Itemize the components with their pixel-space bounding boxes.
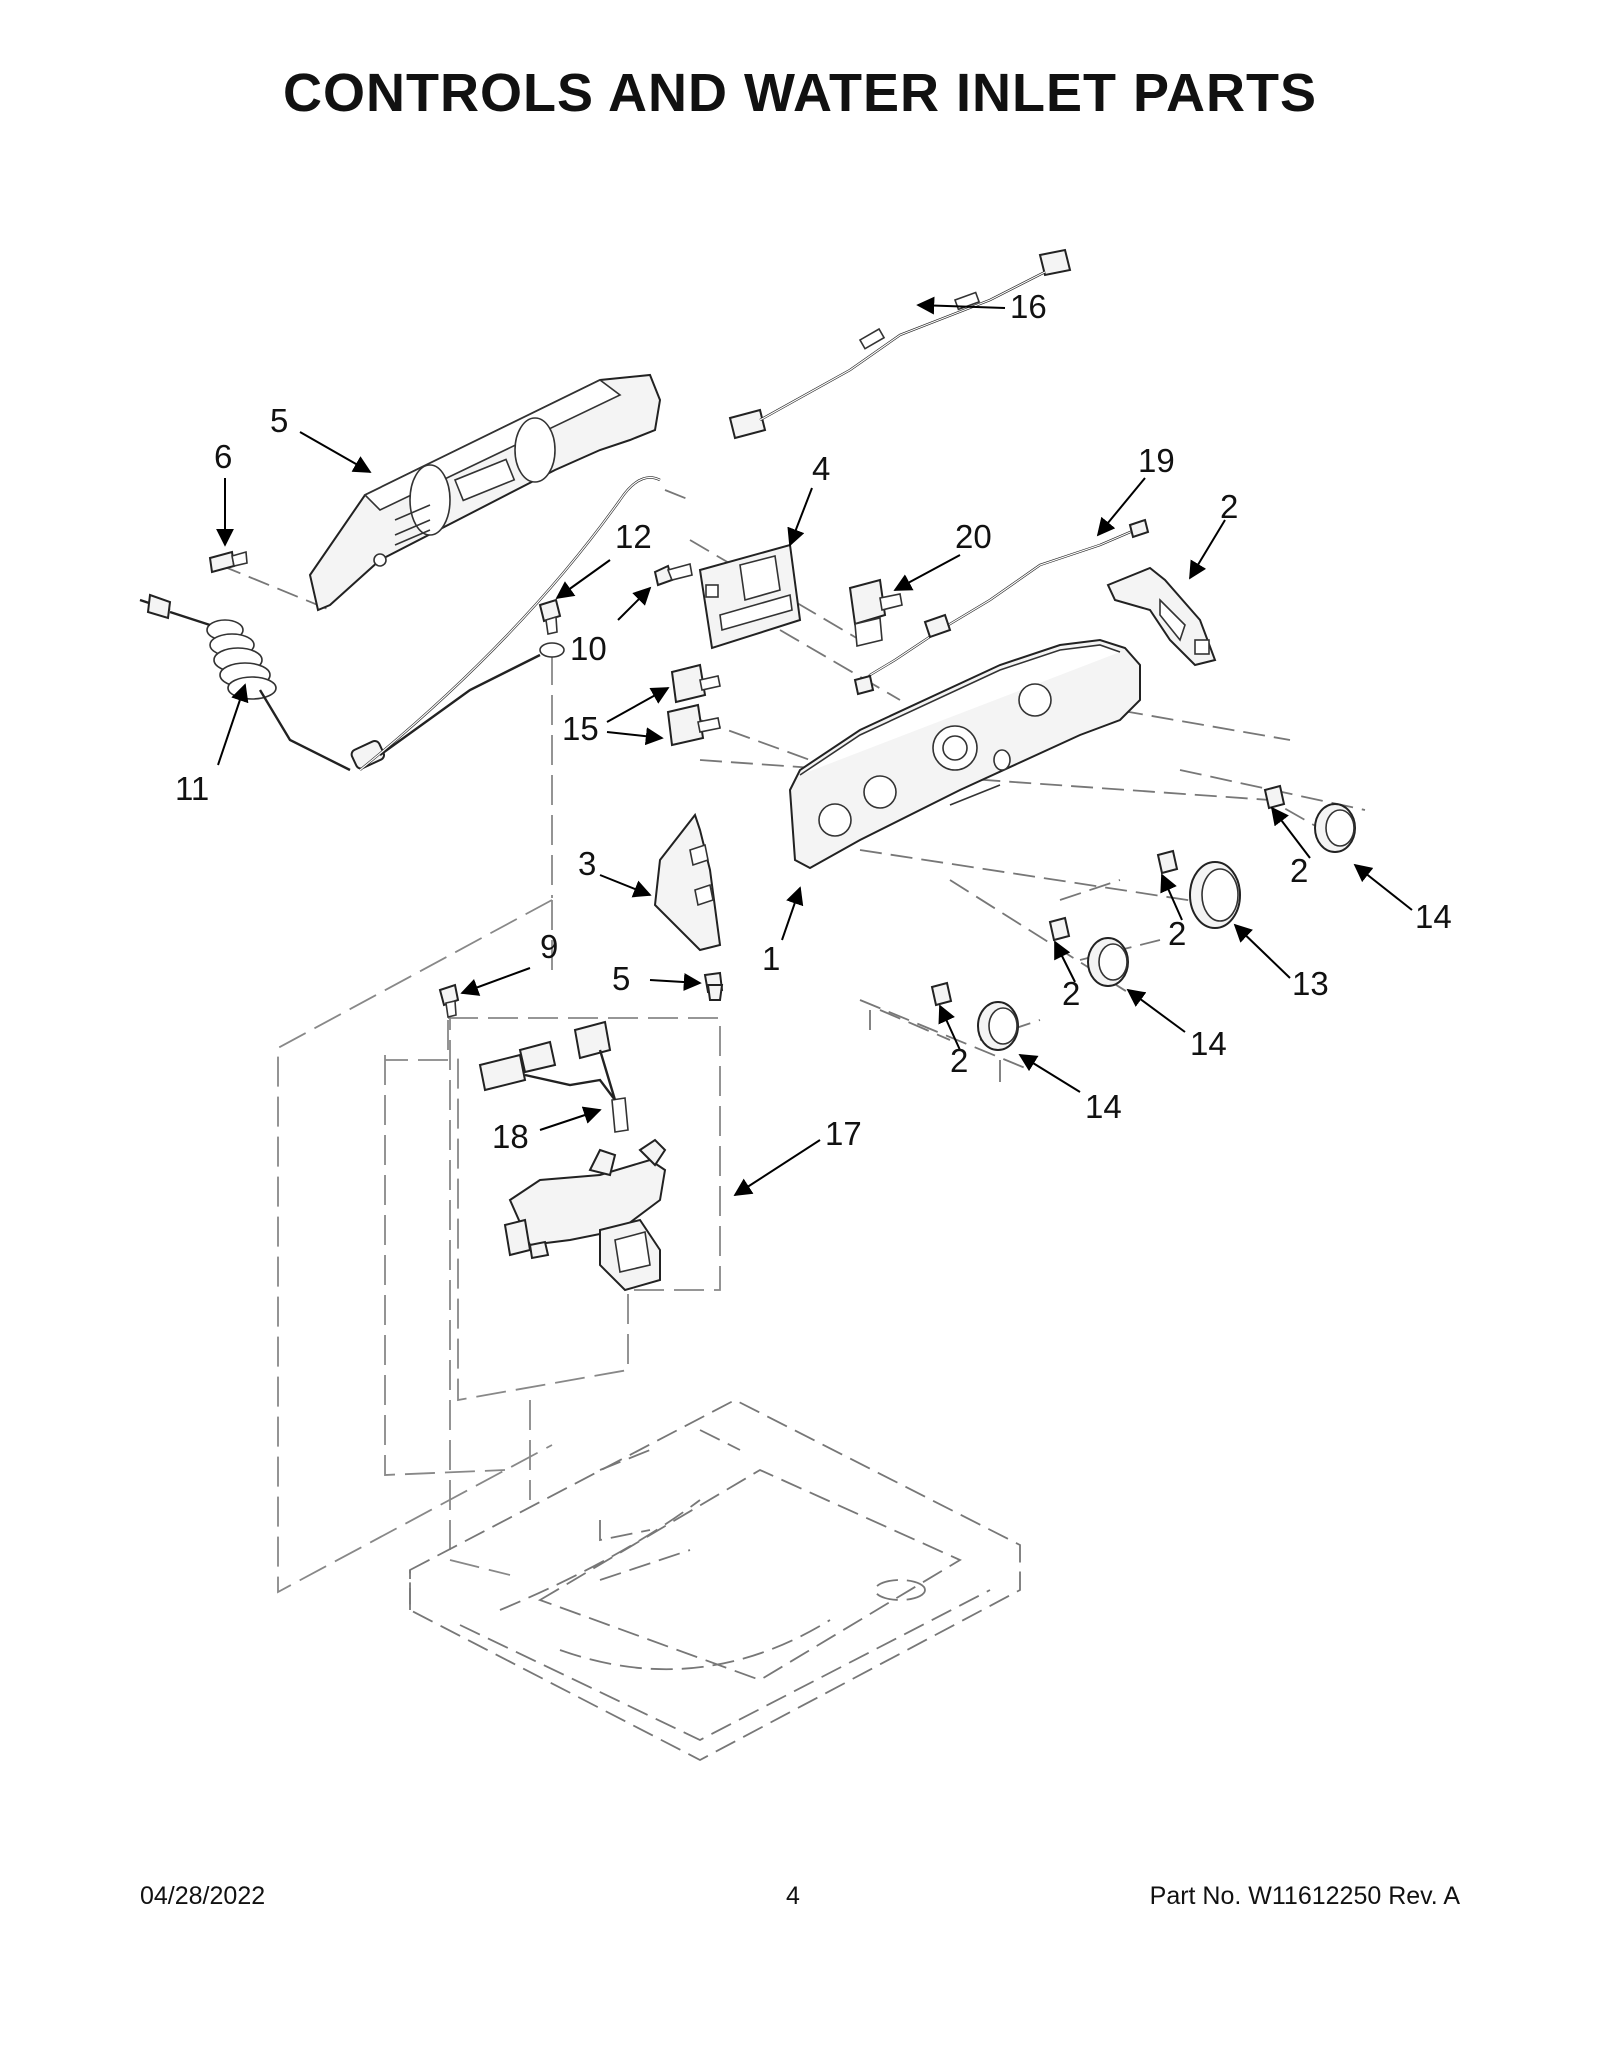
callout-2-c: 2 xyxy=(1062,975,1080,1012)
callout-4: 2 xyxy=(1220,488,1238,525)
screw-9 xyxy=(438,983,460,1018)
callout-15: 15 xyxy=(562,710,599,747)
callout-16: 16 xyxy=(1010,288,1047,325)
screw-8 xyxy=(208,550,248,574)
right-end-cap-4 xyxy=(1106,566,1217,667)
main-knob-13 xyxy=(1189,861,1241,929)
page-title: CONTROLS AND WATER INLET PARTS xyxy=(283,63,1317,123)
screw-10 xyxy=(653,562,693,587)
clip-5 xyxy=(703,971,724,1001)
rear-console-panel xyxy=(308,373,662,612)
callout-18: 18 xyxy=(492,1118,529,1155)
wire-harness-19 xyxy=(853,518,1150,696)
callout-9: 9 xyxy=(540,928,558,965)
callout-17: 17 xyxy=(825,1115,862,1152)
left-end-cap-3 xyxy=(653,812,722,952)
callout-1: 1 xyxy=(762,940,780,977)
callout-2-b: 2 xyxy=(1168,915,1186,952)
valve-harness-18 xyxy=(478,1020,629,1133)
callout-5: 5 xyxy=(612,960,630,997)
cabinet-top-outline xyxy=(409,1398,1021,1762)
switch-20 xyxy=(848,578,903,647)
control-board-6 xyxy=(698,543,802,650)
callout-2-d: 2 xyxy=(950,1042,968,1079)
footer-page-number: 4 xyxy=(786,1882,800,1910)
callout-arrows xyxy=(216,296,1413,1196)
water-inlet-valve-17 xyxy=(503,1138,667,1292)
power-cord xyxy=(139,476,661,772)
callout-2-a: 2 xyxy=(1290,852,1308,889)
callout-11: 11 xyxy=(175,770,209,807)
callout-14-c: 14 xyxy=(1085,1088,1122,1125)
callout-19: 19 xyxy=(1138,442,1175,479)
callout-6: 4 xyxy=(812,450,830,487)
wire-harness-16 xyxy=(728,248,1072,440)
callout-3: 3 xyxy=(578,845,596,882)
ground-screw-12 xyxy=(538,598,562,635)
knob-inserts-2 xyxy=(930,784,1286,1007)
control-console-1 xyxy=(788,638,1141,870)
knobs-14 xyxy=(977,803,1356,1051)
footer-part-number: Part No. W11612250 Rev. A xyxy=(1149,1882,1460,1910)
callout-12: 12 xyxy=(615,518,652,555)
callout-14-a: 14 xyxy=(1415,898,1452,935)
callout-7: 5 xyxy=(270,402,288,439)
callout-13: 13 xyxy=(1292,965,1329,1002)
callout-10: 10 xyxy=(570,630,607,667)
footer-date: 04/28/2022 xyxy=(140,1882,266,1910)
callout-8: 6 xyxy=(214,438,232,475)
selector-switches-15 xyxy=(666,663,721,747)
callout-20: 20 xyxy=(955,518,992,555)
callout-labels: 5 6 16 4 19 20 2 12 10 11 15 1 3 9 5 17 … xyxy=(175,288,1452,1155)
callout-14-b: 14 xyxy=(1190,1025,1227,1062)
